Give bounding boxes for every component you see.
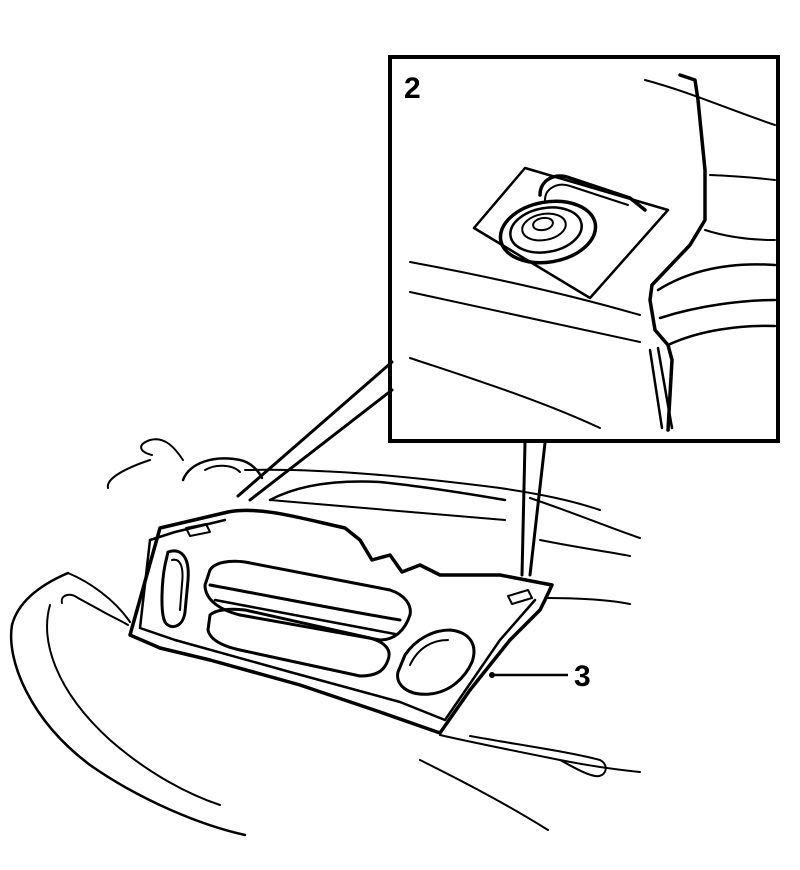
grille-callout: 3 bbox=[489, 660, 591, 693]
car-body-lines bbox=[9, 438, 641, 837]
detail-inset: 2 bbox=[236, 55, 780, 577]
front-grille bbox=[128, 508, 554, 735]
inset-callout-number: 2 bbox=[404, 72, 421, 105]
grille-callout-number: 3 bbox=[574, 660, 591, 693]
grille-leader-dot bbox=[489, 672, 495, 678]
